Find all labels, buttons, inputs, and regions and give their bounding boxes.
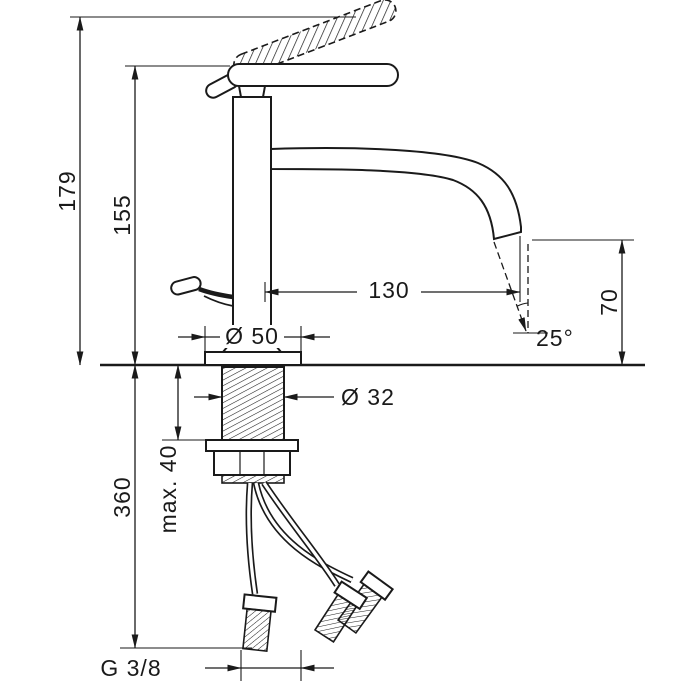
supply-hoses xyxy=(242,481,395,652)
dim-spout-height: 70 xyxy=(532,239,634,366)
dim-base-diameter: Ø 50 xyxy=(178,323,330,352)
hose-connector xyxy=(242,593,278,652)
threaded-shank xyxy=(205,366,299,484)
spout xyxy=(270,147,522,241)
handle-raised-position xyxy=(233,0,397,77)
stream-angle-label: 25° xyxy=(536,325,574,351)
dim-hose-length: 360 xyxy=(109,364,252,649)
hose-connector xyxy=(313,580,369,644)
spout-height-label: 70 xyxy=(596,288,622,316)
dim-spout-reach: 130 xyxy=(264,236,521,305)
shank-diameter-label: Ø 32 xyxy=(341,384,395,410)
dim-connection-thread: G 3/8 xyxy=(100,650,334,681)
faucet-body xyxy=(232,96,272,341)
spout-reach-label: 130 xyxy=(368,277,409,303)
dim-faucet-height: 155 xyxy=(109,65,230,366)
handle-hub xyxy=(237,85,267,98)
drain-pull-rod xyxy=(170,276,234,307)
dim-shank-diameter: Ø 32 xyxy=(194,384,395,410)
dim-total-height: 179 xyxy=(54,16,356,366)
max-mounting-depth-label: max. 40 xyxy=(155,445,181,534)
water-stream-angle: 25° xyxy=(493,241,574,351)
washer xyxy=(205,439,299,452)
faucet-height-label: 155 xyxy=(109,194,135,235)
dim-max-mounting-depth: max. 40 xyxy=(155,364,208,534)
hose-length-label: 360 xyxy=(109,476,135,517)
handle-lever xyxy=(205,63,399,99)
mounting-nut xyxy=(213,450,291,476)
connection-thread-label: G 3/8 xyxy=(100,655,161,681)
base-diameter-label: Ø 50 xyxy=(225,323,279,349)
total-height-label: 179 xyxy=(54,170,80,211)
